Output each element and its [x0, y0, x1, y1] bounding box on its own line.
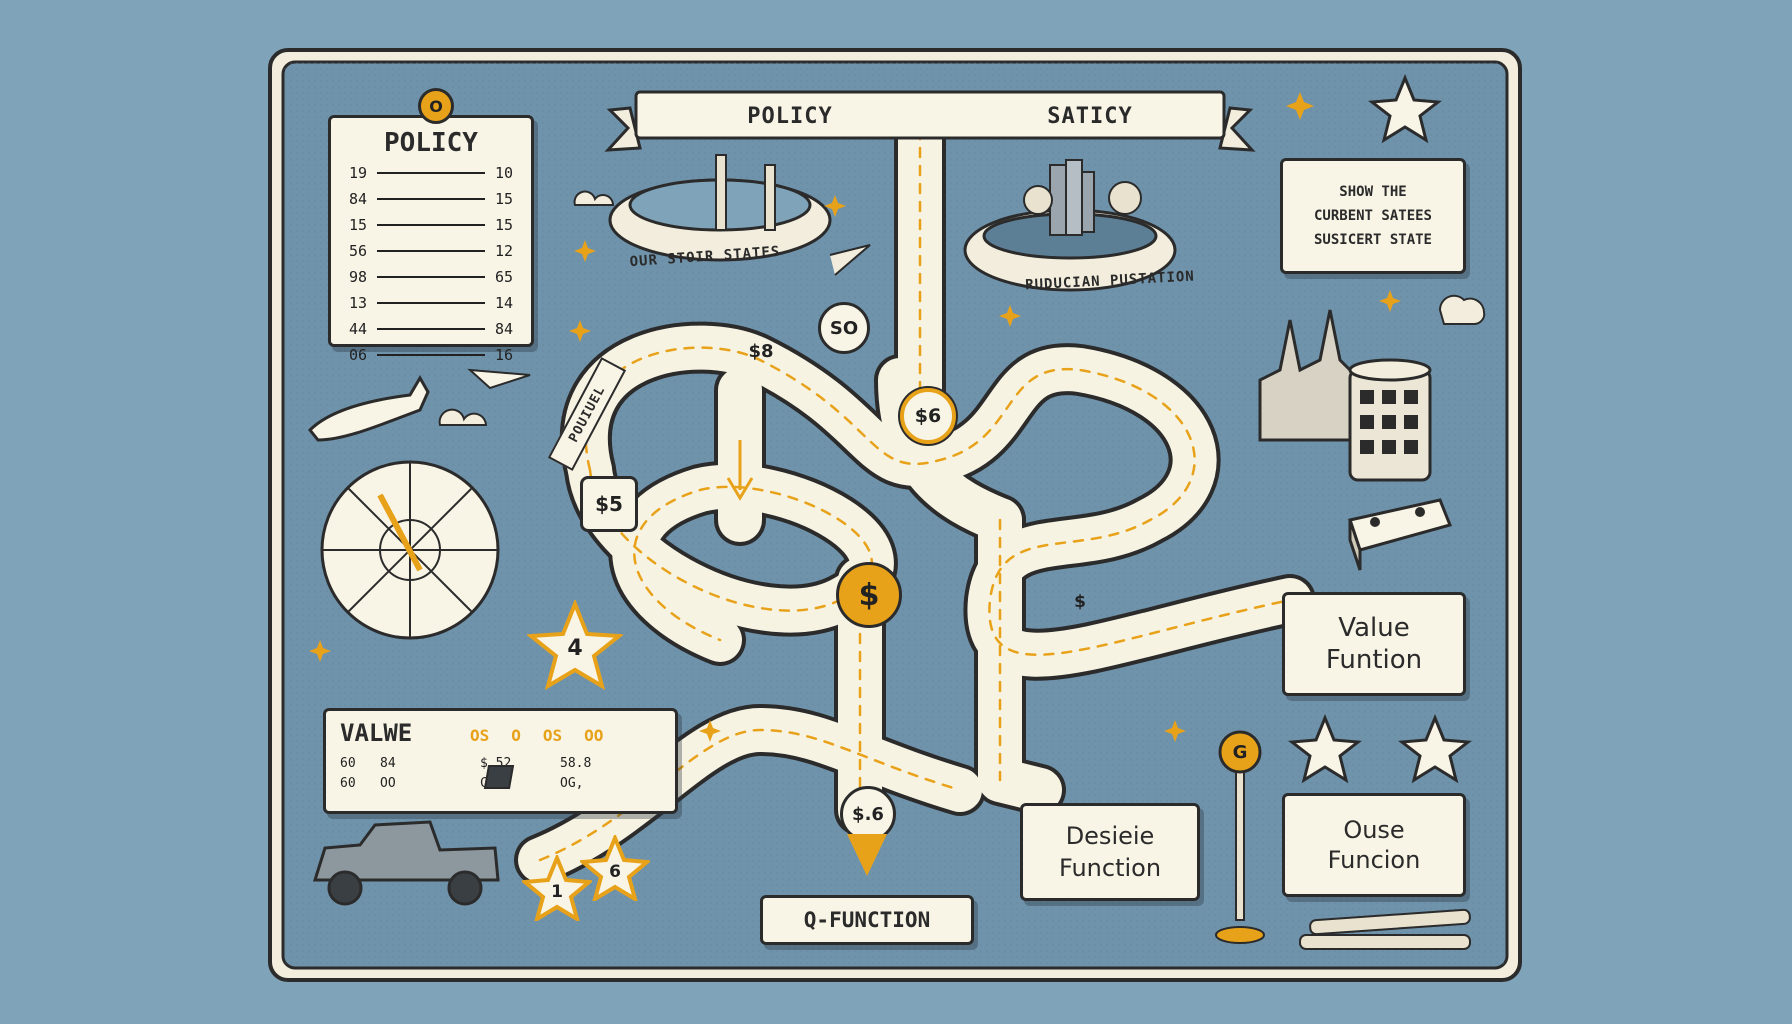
policy-row-left: 84 [349, 190, 368, 208]
value-row-cell: 60 [340, 755, 356, 771]
policy-table-row: 56 12 [349, 238, 513, 264]
policy-row-left: 44 [349, 320, 368, 338]
policy-row-line [377, 276, 485, 278]
desire-function-line-1: Desieie [1065, 822, 1155, 850]
policy-table-row: 06 16 [349, 342, 513, 368]
show-state-line-1: SHOW THE [1339, 184, 1407, 200]
policy-row-left: 19 [349, 164, 368, 182]
banner-left-label: POLICY [747, 103, 833, 129]
sparkle-icons [309, 92, 1401, 742]
value-row-cell: OG, [560, 775, 584, 791]
banner-ribbon [604, 90, 1256, 152]
star-four-token: 4 [525, 598, 625, 691]
star-six-token: 6 [577, 832, 653, 904]
policy-table-row: 44 84 [349, 316, 513, 342]
value-function-line-1: Value [1338, 613, 1410, 643]
q-function-label: Q-FUNCTION [760, 895, 974, 945]
g-pin-label: G [1232, 741, 1248, 763]
policy-row-right: 16 [494, 346, 513, 364]
small-dollar-marker: $ [1074, 592, 1086, 612]
s6-bottom-coin: $.6 [840, 786, 896, 842]
show-state-card: SHOW THE CURBENT SATEES SUSICERT STATE [1280, 158, 1466, 274]
show-state-line-3: SUSICERT STATE [1313, 232, 1432, 248]
value-top-cell: O [511, 726, 521, 745]
policy-row-line [377, 172, 485, 174]
value-top-cell: OO [584, 726, 604, 745]
ouse-function-line-2: Funcion [1327, 846, 1421, 874]
policy-row-left: 98 [349, 268, 368, 286]
policy-row-left: 06 [349, 346, 368, 364]
ouse-function-card: Ouse Funcion [1282, 793, 1466, 897]
policy-row-right: 65 [494, 268, 513, 286]
policy-table-row: 13 14 [349, 290, 513, 316]
s6-top-coin: $6 [900, 388, 956, 444]
banner-right-label: SATICY [1047, 103, 1133, 129]
show-state-line-2: CURBENT SATEES [1313, 208, 1432, 224]
policy-row-line [377, 354, 485, 356]
star-one-label: 1 [551, 882, 563, 902]
star-decorations [1288, 74, 1472, 784]
down-arrow-icon [726, 440, 754, 501]
policy-row-line [377, 302, 485, 304]
policy-row-line [377, 198, 485, 200]
policy-row-left: 13 [349, 294, 368, 312]
value-row-cell: 60 [340, 775, 356, 791]
policy-row-line [377, 224, 485, 226]
pin-pointer-icon [847, 834, 887, 876]
star-one-token: 1 [519, 852, 595, 924]
castle-illustration [1258, 309, 1432, 482]
cloud-icons [438, 190, 1486, 426]
star-four-label: 4 [567, 635, 583, 661]
value-table-title: VALWE [340, 719, 413, 747]
policy-row-right: 15 [494, 216, 513, 234]
truck-icon [312, 820, 500, 906]
value-row-cell: OO [380, 775, 396, 791]
s8-marker: $8 [748, 340, 774, 362]
policy-table-row: 84 15 [349, 186, 513, 212]
star-six-label: 6 [609, 862, 621, 882]
cube-icon [483, 765, 515, 789]
policy-row-left: 56 [349, 242, 368, 260]
dice-icon [1348, 498, 1453, 571]
s5-token: $5 [580, 476, 638, 532]
top-pin-coin: O [418, 88, 454, 124]
center-dollar-coin: $ [836, 562, 902, 628]
desire-function-line-2: Function [1058, 854, 1162, 882]
s6-bottom-pin: $.6 [838, 786, 896, 886]
policy-row-left: 15 [349, 216, 368, 234]
policy-row-right: 12 [494, 242, 513, 260]
compass-wheel [320, 460, 500, 640]
policy-row-right: 15 [494, 190, 513, 208]
desire-function-card: Desieie Function [1020, 803, 1200, 901]
policy-row-line [377, 328, 485, 330]
value-function-card: Value Funtion [1282, 592, 1466, 696]
policy-row-right: 14 [494, 294, 513, 312]
value-function-line-2: Funtion [1325, 645, 1423, 675]
policy-table-title: POLICY [384, 128, 478, 158]
g-pin-post [1215, 730, 1265, 944]
value-top-cell: OS [470, 726, 490, 745]
policy-row-line [377, 250, 485, 252]
s0-coin: SO [818, 302, 870, 354]
value-table-top-values: OS O OS OO [470, 726, 603, 745]
ouse-function-line-1: Ouse [1343, 816, 1405, 844]
policy-row-right: 84 [494, 320, 513, 338]
value-top-cell: OS [542, 726, 563, 745]
airplane-icon [307, 368, 531, 442]
policy-table-row: 98 65 [349, 264, 513, 290]
pencils-icon [1299, 908, 1471, 950]
rudician-pedestal [963, 159, 1177, 292]
value-row-cell: 84 [380, 755, 396, 771]
value-row-cell: 58.8 [560, 755, 592, 771]
our-states-pedestal [608, 154, 871, 276]
policy-row-right: 10 [494, 164, 513, 182]
